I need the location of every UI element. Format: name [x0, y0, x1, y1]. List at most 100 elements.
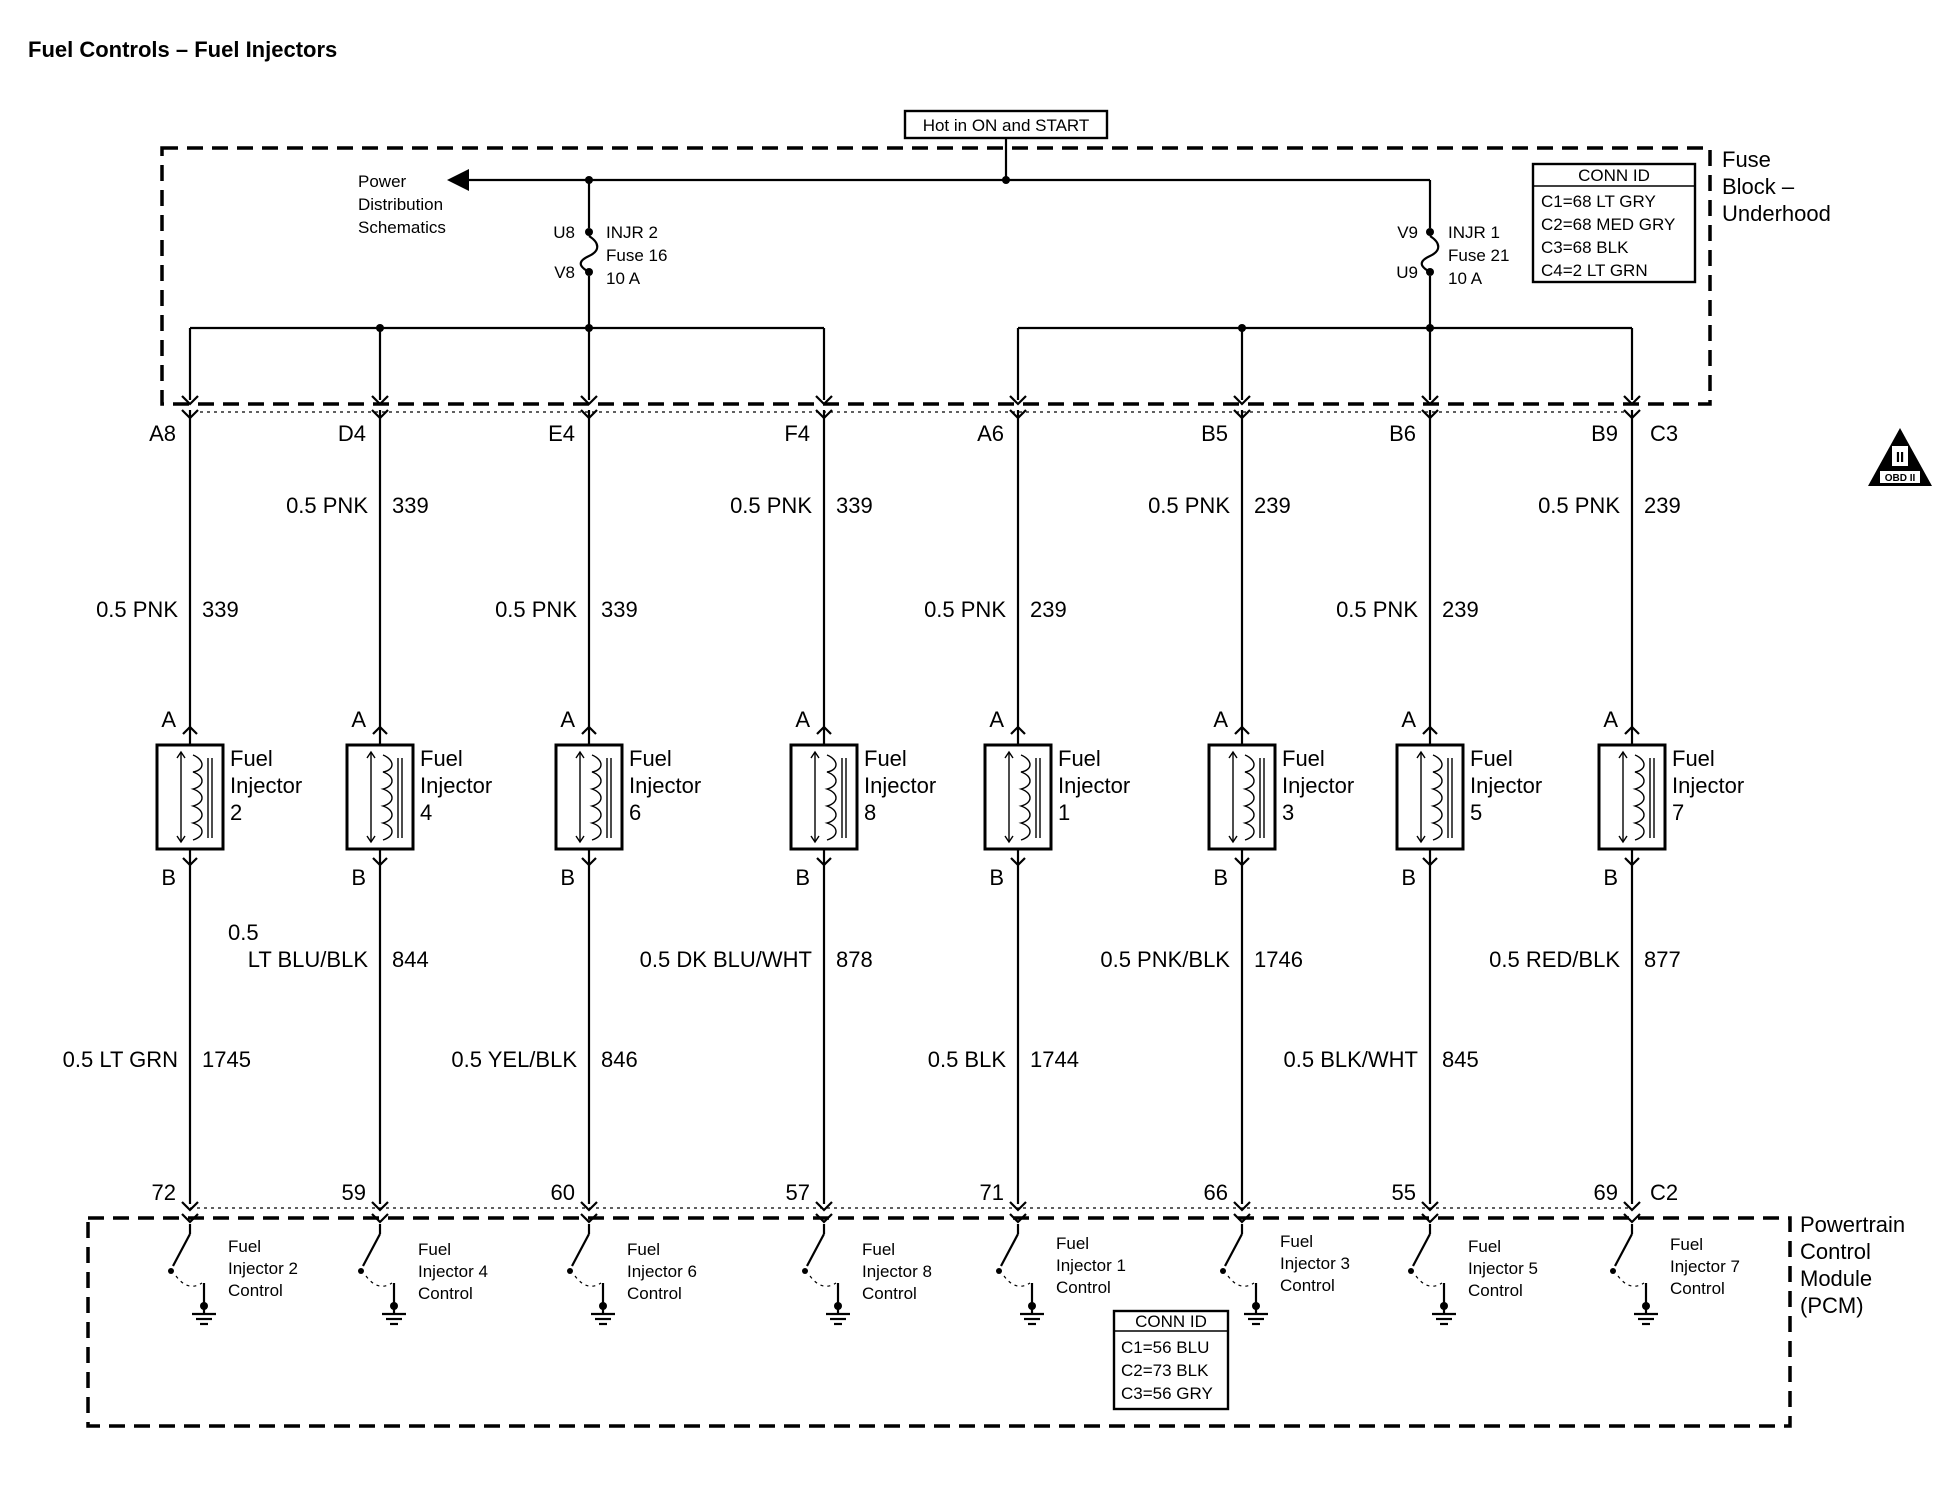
- switch-blade-icon: [172, 1233, 191, 1267]
- circuit-number: 1745: [202, 1047, 251, 1072]
- power-distribution-line: Schematics: [358, 218, 446, 237]
- injector-label: Injector: [629, 773, 701, 798]
- pcm-pin-label: 66: [1204, 1180, 1228, 1205]
- wire-color: 0.5 PNK: [495, 597, 577, 622]
- pin-b-label: B: [989, 865, 1004, 890]
- injector-number: 6: [629, 800, 641, 825]
- control-label: Control: [418, 1284, 473, 1303]
- circuit-number: 339: [836, 493, 873, 518]
- pin-b-label: B: [1603, 865, 1618, 890]
- circuit-number: 239: [1442, 597, 1479, 622]
- fuse-pin-label: D4: [338, 421, 366, 446]
- control-label: Fuel: [627, 1240, 660, 1259]
- pin-a-label: A: [1401, 707, 1416, 732]
- injector-label: Injector: [1058, 773, 1130, 798]
- connector-pin-icon: [1233, 1213, 1251, 1224]
- injector-number: 4: [420, 800, 432, 825]
- pin-b-label: B: [351, 865, 366, 890]
- control-label: Control: [862, 1284, 917, 1303]
- circuit-number: 239: [1254, 493, 1291, 518]
- switch-link-icon: [1003, 1275, 1031, 1287]
- wire-color: LT BLU/BLK: [248, 947, 369, 972]
- injector-arrows-icon: [366, 750, 376, 844]
- connector-pin-icon: [1421, 395, 1439, 406]
- pin-b-label: B: [795, 865, 810, 890]
- fuse-top-pin: U8: [553, 223, 575, 242]
- control-label: Fuel: [862, 1240, 895, 1259]
- circuit-number: 339: [202, 597, 239, 622]
- pin-a-label: A: [560, 707, 575, 732]
- injector-label: Injector: [230, 773, 302, 798]
- wire-color: 0.5 YEL/BLK: [451, 1047, 577, 1072]
- injector-label: Fuel: [864, 746, 907, 771]
- connector-pin-icon: [1233, 395, 1251, 406]
- control-label: Injector 7: [1670, 1257, 1740, 1276]
- solenoid-coil-icon: [824, 754, 837, 841]
- injector-number: 8: [864, 800, 876, 825]
- switch-blade-icon: [362, 1233, 381, 1267]
- control-label: Injector 3: [1280, 1254, 1350, 1273]
- pin-a-label: A: [1213, 707, 1228, 732]
- switch-blade-icon: [1412, 1233, 1431, 1267]
- injector-arrows-icon: [575, 750, 585, 844]
- pcm-outline: [86, 1216, 1792, 1428]
- connector-pin-icon: [1421, 1213, 1439, 1224]
- injector-arrows-icon: [1416, 750, 1426, 844]
- connector-pin-icon: [371, 395, 389, 406]
- pin-a-label: A: [161, 707, 176, 732]
- circuit-number: 239: [1030, 597, 1067, 622]
- pin-a-arrow-icon: [182, 725, 198, 735]
- injector-label: Injector: [1470, 773, 1542, 798]
- connector-pin-icon: [815, 1213, 833, 1224]
- injector-label: Fuel: [1282, 746, 1325, 771]
- fuse-block-label-line: Block –: [1722, 174, 1795, 199]
- circuit-number: 846: [601, 1047, 638, 1072]
- circuit-number: 878: [836, 947, 873, 972]
- wire-color: 0.5 RED/BLK: [1489, 947, 1620, 972]
- pcm-pin-label: 57: [786, 1180, 810, 1205]
- pcm-pin-label: 55: [1392, 1180, 1416, 1205]
- power-source-label: Hot in ON and START: [923, 116, 1090, 135]
- pcm-label-line: Module: [1800, 1266, 1872, 1291]
- supply-bus: [447, 138, 1432, 228]
- fuse-block-label-line: Fuse: [1722, 147, 1771, 172]
- pin-a-arrow-icon: [1010, 725, 1026, 735]
- injector-label: Fuel: [230, 746, 273, 771]
- connector-pin-icon: [371, 1201, 389, 1212]
- ground-icon: [591, 1306, 615, 1326]
- switch-link-icon: [1617, 1275, 1645, 1287]
- injector-arrows-icon: [176, 750, 186, 844]
- connector-pin-icon: [371, 1213, 389, 1224]
- pin-a-label: A: [989, 707, 1004, 732]
- pin-b-label: B: [1213, 865, 1228, 890]
- pin-b-label: B: [1401, 865, 1416, 890]
- wire-color: 0.5 DK BLU/WHT: [640, 947, 812, 972]
- fuse-number: Fuse 21: [1448, 246, 1509, 265]
- switch-blade-icon: [1224, 1233, 1243, 1267]
- fuse-pin-label: B9: [1591, 421, 1618, 446]
- conn-id-row: C3=68 BLK: [1541, 238, 1629, 257]
- connector-pin-icon: [1009, 1213, 1027, 1224]
- connector-pin-icon: [815, 1201, 833, 1212]
- connector-pin-icon: [1421, 1201, 1439, 1212]
- injector-arrows-icon: [1004, 750, 1014, 844]
- pin-b-label: B: [161, 865, 176, 890]
- wire-color: 0.5 PNK: [96, 597, 178, 622]
- connector-pin-icon: [815, 395, 833, 406]
- wire-color: 0.5 PNK: [1148, 493, 1230, 518]
- fuse-block-label-line: Underhood: [1722, 201, 1831, 226]
- switch-blade-icon: [571, 1233, 590, 1267]
- c3-connector-label: C3: [1650, 421, 1678, 446]
- fuse-name: INJR 1: [1448, 223, 1500, 242]
- switch-link-icon: [1415, 1275, 1443, 1287]
- injector-arrows-icon: [1618, 750, 1628, 844]
